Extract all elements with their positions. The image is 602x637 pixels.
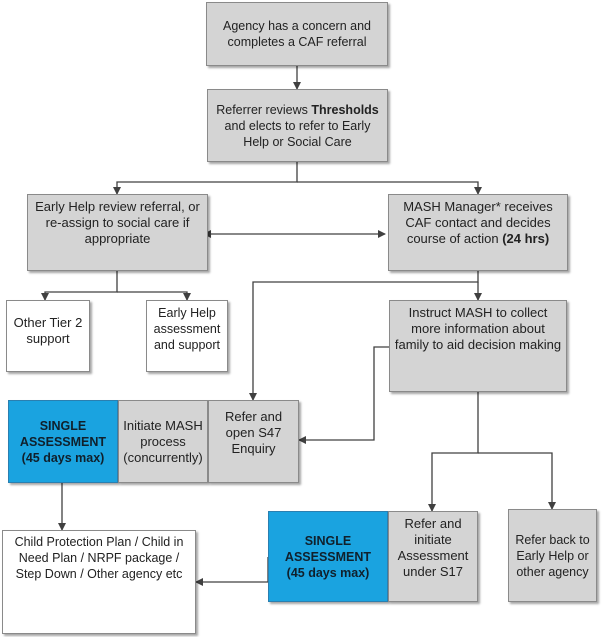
instruct-mash-box: Instruct MASH to collect more informatio…	[389, 300, 567, 392]
single-assessment-2-line2: ASSESSMENT	[284, 549, 372, 564]
connector-instruct-referback	[478, 452, 556, 510]
early-help-review-text: Early Help review referral, or re-assign…	[35, 199, 200, 246]
initiate-mash-box: Initiate MASH process (concurrently)	[118, 400, 208, 483]
early-help-assessment-text: Early Help assessment and support	[153, 306, 221, 352]
connector-mash-to-s47	[249, 271, 479, 401]
connector-split-mash	[297, 181, 482, 195]
referrer-reviews-text: Referrer reviews Thresholds and elects t…	[212, 102, 383, 150]
agency-concern-box: Agency has a concern and completes a CAF…	[206, 2, 388, 66]
connector-instruct-to-s47	[298, 346, 389, 444]
mash-manager-box: MASH Manager* receives CAF contact and d…	[388, 194, 568, 271]
refer-s17-text: Refer and initiate Assessment under S17	[397, 516, 469, 579]
referrer-reviews-box: Referrer reviews Thresholds and elects t…	[207, 89, 388, 162]
instruct-mash-text: Instruct MASH to collect more informatio…	[394, 305, 562, 352]
mash-manager-text: MASH Manager* receives CAF contact and d…	[393, 199, 563, 247]
early-help-review-box: Early Help review referral, or re-assign…	[27, 194, 208, 271]
connector-earlyhelp-assessment	[117, 291, 191, 301]
connector-single2-to-cp	[195, 557, 269, 586]
child-protection-box: Child Protection Plan / Child in Need Pl…	[2, 530, 196, 634]
other-tier2-box: Other Tier 2 support	[6, 300, 90, 372]
refer-s47-box: Refer and open S47 Enquiry	[208, 400, 299, 483]
single-assessment-1-line1: SINGLE	[39, 418, 87, 433]
refer-s17-box: Refer and initiate Assessment under S17	[388, 511, 478, 602]
other-tier2-text: Other Tier 2 support	[13, 315, 83, 346]
single-assessment-2-line1: SINGLE	[304, 533, 352, 548]
single-assessment-box-2: SINGLE ASSESSMENT (45 days max)	[268, 511, 388, 602]
agency-concern-text: Agency has a concern and completes a CAF…	[222, 19, 372, 49]
referrer-reviews-post: and elects to refer to Early Help or Soc…	[224, 118, 371, 149]
thresholds-bold: Thresholds	[311, 102, 379, 117]
single-assessment-1-line3: (45 days max)	[21, 450, 105, 465]
single-assessment-2-line3: (45 days max)	[286, 565, 370, 580]
connector-earlyhelp-split	[41, 271, 118, 301]
refer-back-box: Refer back to Early Help or other agency	[508, 509, 597, 602]
referrer-reviews-pre: Referrer reviews	[216, 102, 312, 117]
refer-back-text: Refer back to Early Help or other agency	[515, 532, 590, 579]
connector-referrer-split	[113, 162, 298, 195]
child-protection-text: Child Protection Plan / Child in Need Pl…	[14, 535, 184, 581]
connector-instruct-split	[428, 392, 479, 512]
initiate-mash-text: Initiate MASH process (concurrently)	[123, 417, 203, 465]
single-assessment-1-line2: ASSESSMENT	[19, 434, 107, 449]
single-assessment-box-1: SINGLE ASSESSMENT (45 days max)	[8, 400, 118, 483]
refer-s47-text: Refer and open S47 Enquiry	[224, 409, 283, 456]
mash-manager-pre: MASH Manager* receives CAF contact and d…	[403, 199, 553, 246]
mash-manager-bold: (24 hrs)	[502, 231, 550, 246]
early-help-assessment-box: Early Help assessment and support	[146, 300, 228, 372]
